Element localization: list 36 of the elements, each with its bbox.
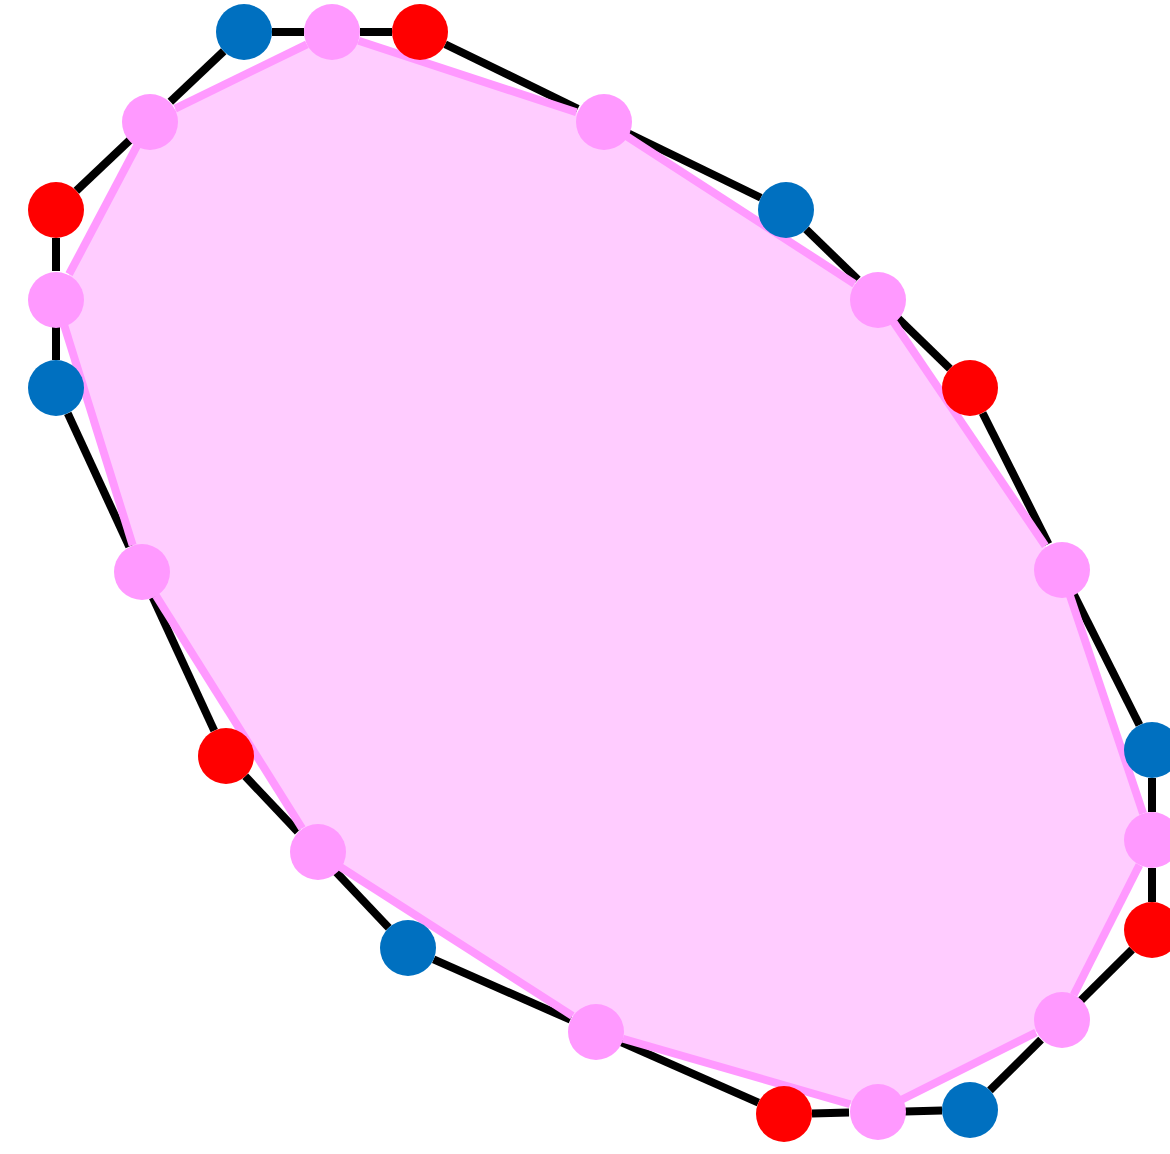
- polygon-side: [900, 1028, 1038, 1104]
- polygon-side: [620, 1038, 760, 1107]
- polygon-side: [357, 36, 578, 117]
- polygon-side: [1066, 594, 1147, 815]
- polygon-side: [895, 315, 953, 372]
- polygon-side: [624, 132, 857, 288]
- polygon-side: [149, 595, 218, 733]
- polygon-side: [979, 411, 1052, 546]
- polygon-side: [65, 143, 141, 277]
- polygon-side: [890, 319, 1049, 549]
- polygon-side: [432, 955, 572, 1024]
- polygon-side: [1148, 868, 1156, 902]
- polygon-side: [1148, 778, 1156, 812]
- polygon-side: [52, 238, 60, 271]
- polygon-side: [152, 593, 306, 831]
- polygon-side: [64, 411, 133, 549]
- polygon-side: [626, 129, 763, 202]
- polygon-side: [1070, 863, 1143, 997]
- polygon-side: [338, 863, 575, 1020]
- polygon-side: [904, 1106, 943, 1116]
- polygon-side: [333, 869, 392, 931]
- polygon-side: [1078, 946, 1135, 1004]
- polygon-side: [272, 28, 304, 36]
- polygon-side: [1070, 592, 1143, 727]
- polygon-side: [52, 327, 60, 360]
- polygon-side: [167, 48, 227, 105]
- polygon-side: [987, 1036, 1044, 1094]
- polygon-side: [803, 226, 861, 283]
- polygon-side: [621, 1034, 852, 1109]
- polygon-side: [443, 40, 580, 113]
- polygon-side: [242, 773, 301, 835]
- polygon-side: [811, 1108, 850, 1118]
- polygon-side: [60, 324, 137, 547]
- polygon-side: [73, 137, 133, 194]
- polygon-side: [360, 28, 392, 36]
- polygon-side: [173, 40, 309, 113]
